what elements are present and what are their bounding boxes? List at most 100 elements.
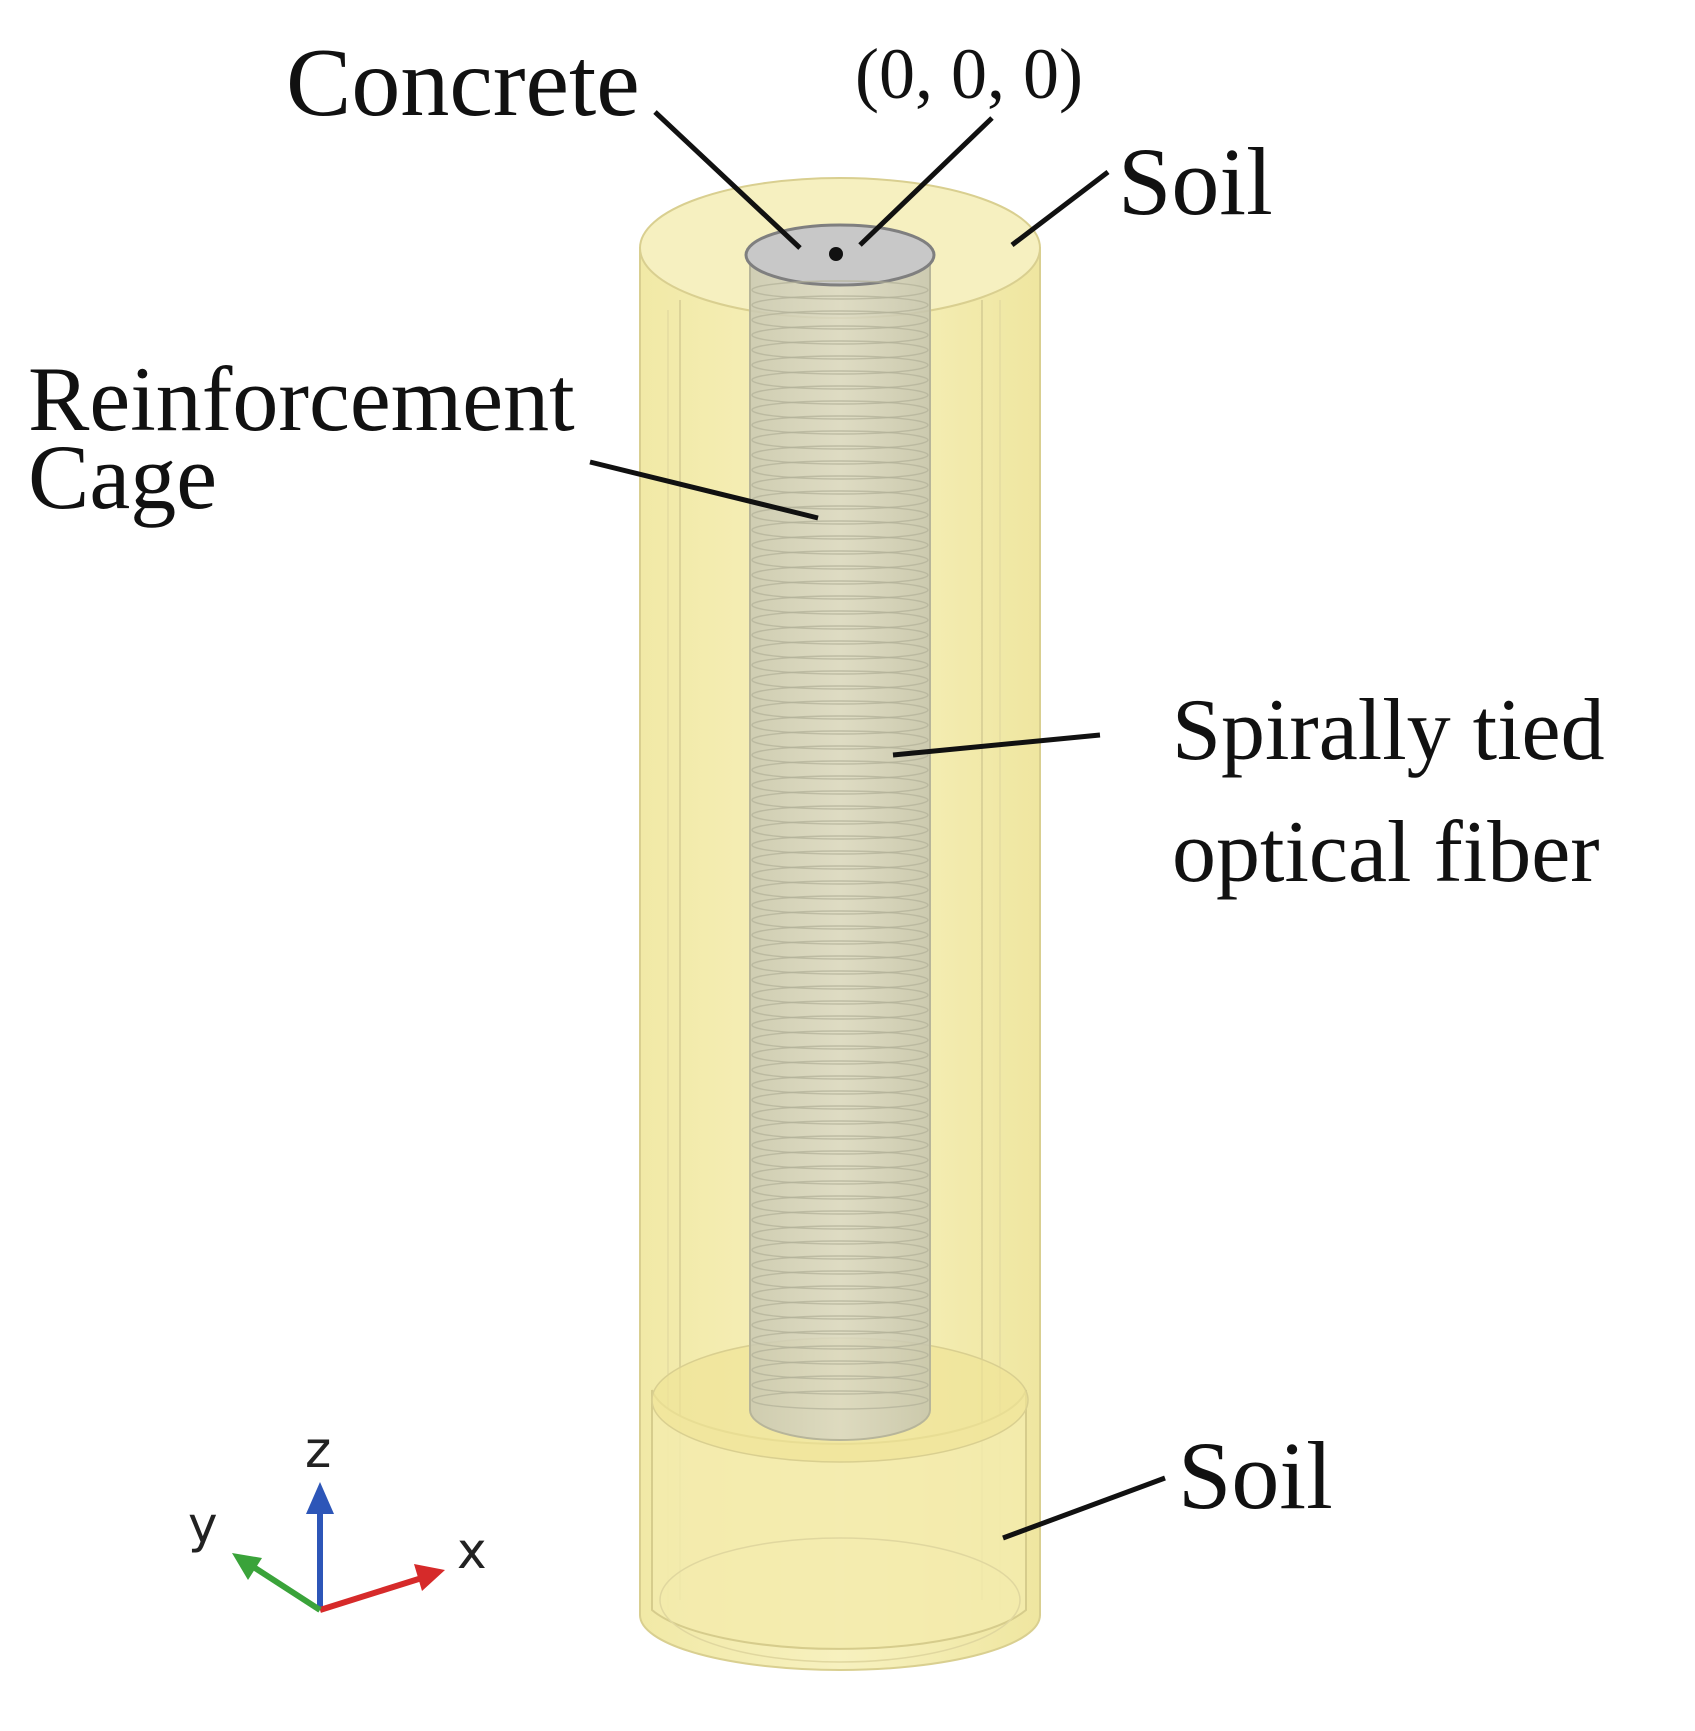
x-axis-label: x (457, 1522, 487, 1580)
y-axis (250, 1563, 322, 1613)
concrete-label: Concrete (286, 29, 640, 137)
fiber-ring (751, 340, 929, 360)
fiber-ring (751, 1360, 929, 1380)
optical-fiber-label: Spirally tied optical fiber (1172, 670, 1605, 914)
fiber-ring (751, 1375, 929, 1395)
fiber-ring (751, 355, 929, 375)
fiber-ring (751, 1120, 929, 1140)
fiber-ring (751, 790, 929, 810)
fiber-ring (751, 850, 929, 870)
fiber-ring (751, 460, 929, 480)
fiber-ring (751, 1090, 929, 1110)
fiber-ring (751, 835, 929, 855)
fiber-ring (751, 670, 929, 690)
axis-triad (232, 1482, 445, 1613)
y-axis-label: y (188, 1496, 218, 1554)
fiber-ring (751, 445, 929, 465)
fiber-ring (751, 805, 929, 825)
fiber-ring (751, 415, 929, 435)
origin-label: (0, 0, 0) (855, 34, 1083, 114)
fiber-ring (751, 625, 929, 645)
fiber-ring (751, 745, 929, 765)
fiber-ring (751, 715, 929, 735)
fiber-ring (751, 1195, 929, 1215)
fiber-ring (751, 280, 929, 300)
fiber-ring (751, 1255, 929, 1275)
fiber-ring (751, 865, 929, 885)
fiber-ring (751, 385, 929, 405)
fiber-ring (751, 760, 929, 780)
fiber-ring (751, 895, 929, 915)
x-axis (319, 1574, 426, 1613)
fiber-ring (751, 400, 929, 420)
fiber-ring (751, 730, 929, 750)
fiber-ring (751, 1000, 929, 1020)
reinforcement-label-line1: Reinforcement (28, 348, 575, 450)
fiber-ring (751, 1135, 929, 1155)
fiber-ring (751, 775, 929, 795)
fiber-ring (751, 1045, 929, 1065)
fiber-ring (751, 295, 929, 315)
fiber-ring (751, 565, 929, 585)
x-arrow-icon (414, 1564, 445, 1591)
fiber-label-line2: optical fiber (1172, 804, 1600, 901)
z-arrow-icon (306, 1482, 334, 1514)
fiber-ring (751, 1150, 929, 1170)
reinforcement-label-line2: Cage (28, 426, 218, 528)
fiber-ring (751, 610, 929, 630)
reinforcement-cage-label: Reinforcement Cage (28, 348, 575, 528)
fiber-ring (751, 430, 929, 450)
fiber-ring (751, 1210, 929, 1230)
fiber-ring (751, 640, 929, 660)
fiber-ring (751, 1240, 929, 1260)
fiber-ring (751, 1165, 929, 1185)
fiber-ring (751, 1270, 929, 1290)
leader-soil-top (1010, 170, 1110, 247)
fiber-ring (751, 1300, 929, 1320)
fiber-ring (751, 1180, 929, 1200)
fiber-ring (751, 1105, 929, 1125)
fiber-ring (751, 550, 929, 570)
fiber-ring (751, 1015, 929, 1035)
fiber-ring (751, 1030, 929, 1050)
fiber-ring (751, 655, 929, 675)
fiber-ring (751, 580, 929, 600)
fiber-ring (751, 985, 929, 1005)
fiber-ring (751, 925, 929, 945)
spiral-optical-fiber (751, 280, 929, 1410)
fiber-ring (751, 910, 929, 930)
fiber-ring (751, 1345, 929, 1365)
fiber-ring (751, 1225, 929, 1245)
soil-bottom-label: Soil (1178, 1422, 1333, 1529)
fiber-ring (751, 685, 929, 705)
soil-top-label: Soil (1118, 128, 1273, 235)
fiber-ring (751, 1330, 929, 1350)
fiber-ring (751, 970, 929, 990)
fiber-ring (751, 475, 929, 495)
z-axis-label: z (305, 1421, 332, 1479)
fiber-ring (751, 370, 929, 390)
fiber-ring (751, 700, 929, 720)
fiber-ring (751, 820, 929, 840)
fiber-ring (751, 1390, 929, 1410)
fiber-ring (751, 940, 929, 960)
leader-concrete (653, 110, 802, 250)
fiber-ring (751, 505, 929, 525)
origin-point (829, 247, 843, 261)
fiber-ring (751, 325, 929, 345)
fiber-ring (751, 310, 929, 330)
fiber-ring (751, 535, 929, 555)
concrete-pile (744, 223, 936, 1441)
fiber-ring (751, 1315, 929, 1335)
fiber-ring (751, 595, 929, 615)
y-arrow-icon (232, 1553, 262, 1580)
fiber-ring (751, 520, 929, 540)
fiber-ring (751, 1075, 929, 1095)
fiber-label-line1: Spirally tied (1172, 682, 1605, 779)
leader-soil-bottom (1002, 1475, 1166, 1541)
leader-origin (858, 116, 994, 247)
fiber-ring (751, 1285, 929, 1305)
leader-lines (589, 110, 1166, 1541)
fiber-ring (751, 955, 929, 975)
